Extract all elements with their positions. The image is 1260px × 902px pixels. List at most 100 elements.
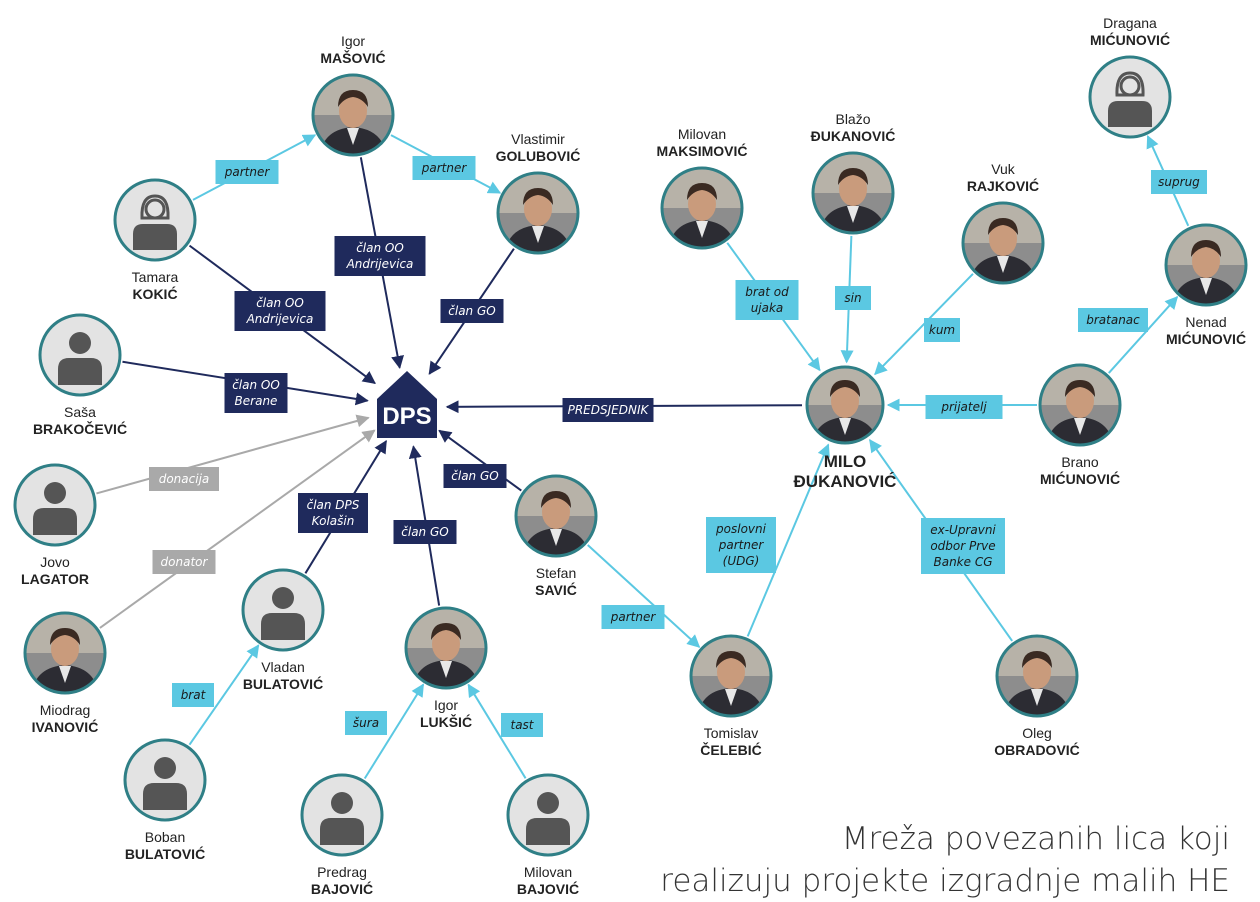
edge-label-text: Kolašin — [312, 514, 355, 528]
avatar-ring — [404, 606, 488, 690]
edge-label-bdjukanovic-mdjukanovic: sin — [835, 286, 871, 310]
person-icon — [261, 587, 305, 640]
person-icon — [58, 332, 102, 385]
edge-bbulatovic-vbulatovic — [188, 644, 260, 746]
edge-label-maksimovic-mdjukanovic: brat od ujaka — [735, 280, 799, 320]
edge-label-text: Andrijevica — [246, 312, 314, 326]
edge-bmicunovic-nmicunovic — [1108, 295, 1179, 374]
person-first-name: Tomislav — [704, 725, 758, 741]
edge-label-text: partner — [421, 161, 468, 175]
edge-label-box — [925, 395, 1003, 419]
person-last-name: RAJKOVIĆ — [967, 177, 1039, 194]
person-first-name: Brano — [1061, 454, 1099, 470]
person-last-name: BRAKOČEVIĆ — [33, 420, 127, 437]
edge-label-box — [440, 299, 504, 323]
person-first-name: Jovo — [40, 554, 70, 570]
avatar-ring — [23, 611, 107, 695]
edge-label-text: brat od — [745, 285, 789, 299]
edge-label-box — [152, 550, 216, 574]
edge-label-box — [1151, 170, 1207, 194]
edge-label-masovic-golubovic: partner — [412, 156, 476, 180]
person-last-name: MAŠOVIĆ — [320, 49, 385, 66]
person-first-name: Oleg — [1022, 725, 1052, 741]
edge-label-text: (UDG) — [723, 554, 760, 568]
edge-label-box — [298, 493, 368, 533]
edge-label-text: donacija — [159, 472, 210, 486]
edge-label-text: član OO — [356, 241, 404, 255]
person-last-name: MIĆUNOVIĆ — [1090, 31, 1170, 48]
edge-label-box — [234, 291, 326, 331]
edge-label-mbajovic-luksic: tast — [501, 713, 543, 737]
person-last-name: MAKSIMOVIĆ — [657, 142, 748, 159]
edge-label-text: ex-Upravni — [930, 523, 996, 537]
dps-house-shape — [377, 371, 437, 438]
edge-label-text: Berane — [235, 394, 278, 408]
person-first-name: Igor — [341, 33, 365, 49]
person-last-name: BAJOVIĆ — [311, 880, 373, 897]
edge-label-text: odbor Prve — [930, 539, 995, 553]
female-person-icon — [1108, 71, 1152, 127]
person-icon — [526, 792, 570, 845]
photo-icon — [662, 168, 742, 248]
person-first-name: Milovan — [524, 864, 572, 880]
edge-label-box — [601, 605, 665, 629]
edge-label-box — [501, 713, 543, 737]
person-icon — [143, 757, 187, 810]
avatar-ring — [689, 634, 773, 718]
edge-label-box — [562, 398, 654, 422]
edge-label-box — [172, 683, 214, 707]
edge-label-text: član GO — [401, 525, 448, 539]
edge-label-text: donator — [161, 555, 209, 569]
person-first-name: MILO — [824, 452, 867, 471]
edge-label-savic-celebic: partner — [601, 605, 665, 629]
edge-label-text: partner — [718, 538, 765, 552]
edge-label-kokic-masovic: partner — [215, 160, 279, 184]
person-first-name: Stefan — [536, 565, 576, 581]
person-first-name: Vlastimir — [511, 131, 565, 147]
edge-label-text: član GO — [448, 304, 495, 318]
caption-line-1: Mreža povezanih lica koji — [841, 821, 1230, 857]
edge-label-text: poslovni — [715, 522, 767, 536]
person-last-name: SAVIĆ — [535, 581, 577, 598]
edge-label-box — [921, 518, 1005, 574]
avatar-ring — [496, 171, 580, 255]
person-first-name: Igor — [434, 697, 458, 713]
person-first-name: Saša — [64, 404, 96, 420]
edge-label-box — [1078, 308, 1148, 332]
person-last-name: BULATOVIĆ — [125, 845, 205, 862]
photo-icon — [25, 613, 105, 693]
edge-label-text: prijatelj — [940, 400, 987, 414]
person-icon — [320, 792, 364, 845]
edge-label-text: brat — [181, 688, 207, 702]
person-last-name: MIĆUNOVIĆ — [1166, 330, 1246, 347]
edge-label-text: ujaka — [751, 301, 784, 315]
edge-savic-celebic — [587, 544, 701, 648]
edge-label-lagator-hub: donacija — [149, 467, 219, 491]
edge-label-text: PREDSJEDNIK — [568, 403, 650, 417]
edge-label-box — [735, 280, 799, 320]
edge-label-text: član OO — [256, 296, 304, 310]
edge-ivanovic-hub — [99, 429, 376, 629]
person-last-name: BULATOVIĆ — [243, 675, 323, 692]
person-last-name: ČELEBIĆ — [700, 741, 761, 758]
dps-hub: DPS — [377, 371, 437, 438]
person-icon — [33, 482, 77, 535]
edge-label-box — [706, 517, 776, 573]
edge-label-bmicunovic-nmicunovic: bratanac — [1078, 308, 1148, 332]
edge-label-bmicunovic-mdjukanovic: prijatelj — [925, 395, 1003, 419]
edge-label-text: tast — [510, 718, 534, 732]
people-layer: IgorMAŠOVIĆVlastimirGOLUBOVIĆTamaraKOKIĆ… — [13, 15, 1248, 897]
edge-label-box — [215, 160, 279, 184]
